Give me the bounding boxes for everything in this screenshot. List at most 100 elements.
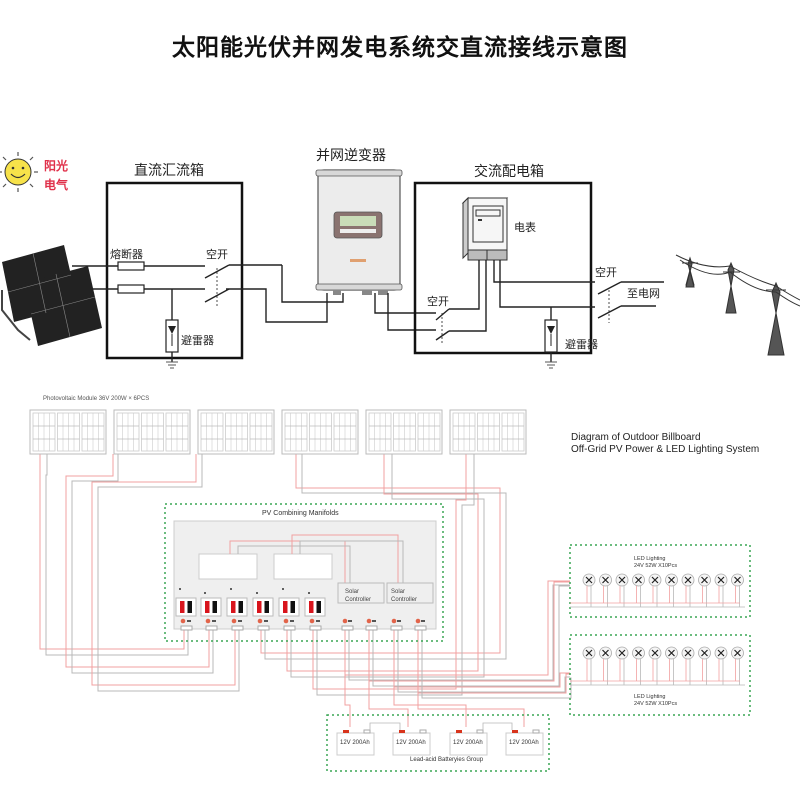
negative-wire	[45, 454, 189, 656]
battery-body	[392, 732, 431, 756]
pv-module-frame	[113, 409, 191, 455]
pv-module	[449, 409, 527, 455]
breaker-terminal	[278, 588, 300, 631]
terminal-dash	[187, 620, 191, 622]
led-lamp-icon	[698, 646, 711, 685]
terminal-dash	[212, 620, 216, 622]
controller-2-line-1: Solar	[391, 589, 406, 595]
negative-wire	[290, 454, 485, 678]
surge-arrester-icon	[165, 319, 179, 353]
positive-wire	[344, 675, 351, 727]
led-lamp-icon	[681, 646, 695, 685]
ac-distribution-box-label: 交流配电箱	[474, 164, 544, 180]
connector	[414, 625, 427, 631]
controller-terminal	[341, 618, 354, 631]
grid-inverter-device	[315, 169, 403, 295]
connector	[365, 625, 378, 631]
led-lamp-cross	[618, 576, 626, 584]
breaker-terminal	[226, 588, 248, 631]
junction-dot	[282, 588, 284, 590]
battery-label: 12V 200Ah	[453, 740, 483, 746]
solar-panel-array-icon	[0, 245, 102, 346]
led-lamp-icon	[731, 646, 744, 685]
terminal-dot	[391, 618, 397, 624]
terminal-dash	[372, 620, 376, 622]
positive-wire	[417, 626, 570, 694]
connector	[257, 625, 270, 631]
led-lamp-cross	[734, 576, 741, 584]
positive-wire	[393, 626, 570, 688]
terminal-dot	[283, 618, 289, 624]
combiner-module	[198, 553, 258, 580]
negative-wire	[237, 545, 351, 585]
battery-link-wire	[482, 722, 513, 730]
negative-wire	[264, 454, 507, 660]
led-lamp-icon	[731, 573, 744, 607]
off-grid-wiring-diagram	[29, 409, 751, 772]
led-lamp-cross	[651, 649, 659, 657]
terminal-dot	[342, 618, 348, 624]
positive-wire	[65, 454, 210, 668]
manifold-group-border	[164, 503, 444, 642]
led-lamp-cross	[651, 576, 659, 584]
led-lamp-icon	[714, 646, 728, 685]
led-lamp-icon	[632, 573, 645, 607]
ac-breaker-right-label: 空开	[595, 266, 617, 279]
manifold-title: PV Combining Manifolds	[262, 510, 339, 517]
positive-wire	[417, 693, 525, 727]
pv-module	[197, 409, 275, 455]
electric-meter-icon	[461, 196, 509, 261]
battery-positive-terminal	[512, 730, 518, 733]
led-lamp-icon	[665, 646, 678, 685]
fuse-icon	[117, 284, 145, 294]
battery-negative-terminal	[363, 729, 371, 734]
connector	[390, 625, 403, 631]
connector	[341, 625, 354, 631]
negative-wire	[372, 585, 570, 687]
battery-group-label: Lead-acid Batteryies Group	[410, 757, 484, 763]
battery-group-border	[326, 714, 550, 772]
breaker-terminal	[200, 592, 222, 631]
ac-distribution-box	[413, 181, 593, 355]
terminal-dot	[180, 618, 186, 624]
positive-wire	[229, 540, 346, 585]
led-lamp-icon	[665, 573, 678, 607]
led-lamp-icon	[648, 573, 662, 607]
pv-module	[365, 409, 443, 455]
pv-module-frame	[281, 409, 359, 455]
led-lamp-cross	[684, 649, 692, 657]
dc-combiner-box	[105, 181, 244, 360]
sun-label-1: 阳光	[44, 159, 69, 173]
battery-negative-terminal	[419, 729, 427, 734]
led-lamp-cross	[701, 649, 708, 657]
positive-terminal	[231, 601, 236, 613]
led-lamp-cross	[684, 576, 692, 584]
grid-tie-wiring-diagram	[0, 152, 800, 369]
positive-terminal	[257, 601, 262, 613]
positive-wire	[260, 454, 501, 654]
battery-label: 12V 200Ah	[396, 740, 426, 746]
led-bottom-line-1: LED Lighting	[634, 694, 666, 700]
terminal-dash	[421, 620, 425, 622]
terminal-dot	[309, 618, 315, 624]
led-lamp-icon	[698, 573, 711, 607]
breaker-housing	[175, 597, 197, 617]
ac-breaker-left-label: 空开	[427, 295, 449, 308]
power-transmission-tower-icon	[675, 254, 800, 356]
battery-body	[336, 732, 375, 756]
battery-icon	[449, 729, 488, 756]
led-lamp-cross	[717, 649, 725, 657]
led-lamp-cross	[602, 576, 609, 584]
positive-terminal	[205, 601, 210, 613]
junction-dot	[179, 588, 181, 590]
led-lamp-cross	[602, 649, 609, 657]
negative-terminal	[264, 601, 269, 613]
dc-surge-arrester-label: 避雷器	[181, 334, 214, 347]
led-lamp-icon	[615, 646, 629, 685]
led-lamp-cross	[668, 576, 675, 584]
led-lamp-icon	[615, 573, 629, 607]
